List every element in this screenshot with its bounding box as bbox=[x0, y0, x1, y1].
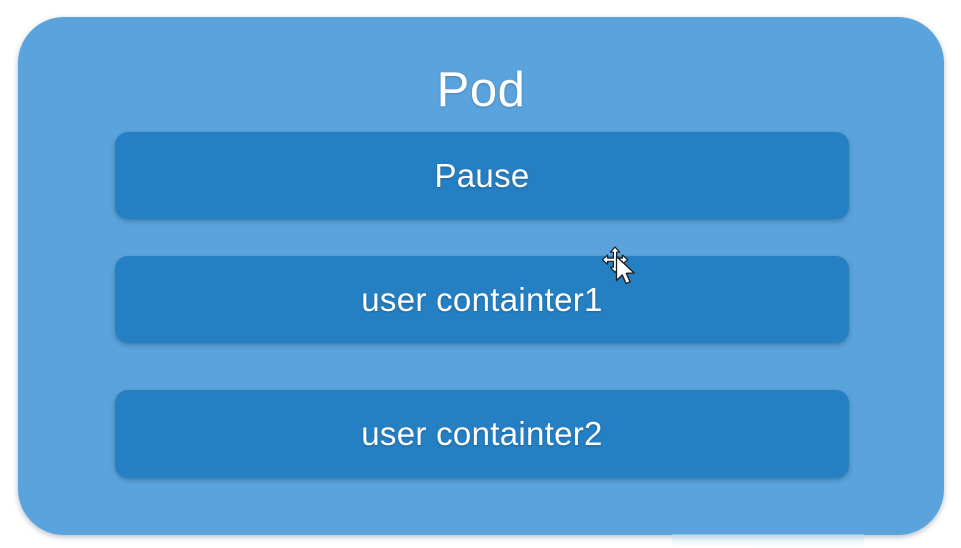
bottom-glow-artifact bbox=[672, 534, 864, 548]
container-box-pause-label: Pause bbox=[434, 156, 530, 194]
container-box-pause[interactable]: Pause bbox=[115, 132, 849, 219]
container-box-user-container1-label: user containter1 bbox=[361, 280, 603, 318]
pod-container[interactable]: Pod Pause user containter1 user containt… bbox=[18, 17, 944, 535]
pod-title: Pod bbox=[436, 63, 526, 117]
container-box-user-container2[interactable]: user containter2 bbox=[115, 390, 849, 478]
container-box-user-container1[interactable]: user containter1 bbox=[115, 256, 849, 343]
container-box-user-container2-label: user containter2 bbox=[361, 415, 603, 452]
